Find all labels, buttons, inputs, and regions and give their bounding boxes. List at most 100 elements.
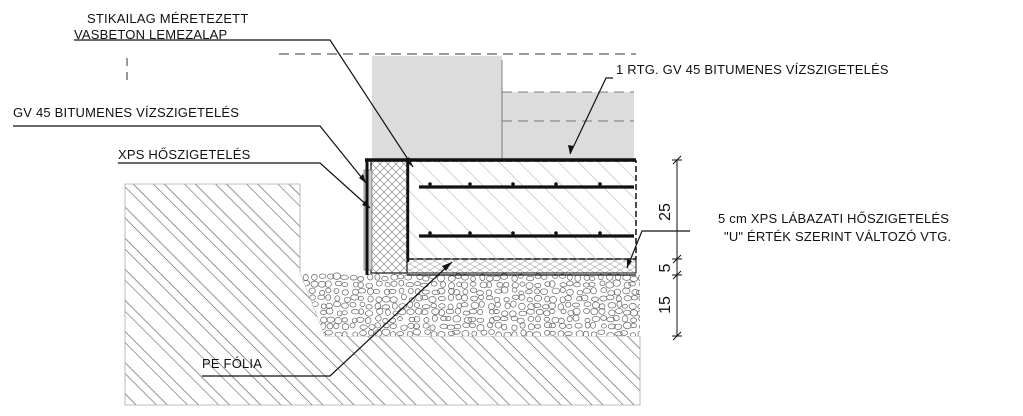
gravel-stone (476, 317, 485, 323)
gravel-stone (534, 294, 543, 302)
gravel-stone (460, 302, 469, 308)
gravel-stone (343, 296, 351, 303)
gravel-stone (400, 324, 408, 331)
gravel-stone (583, 330, 589, 336)
gravel-stone (351, 309, 360, 315)
gravel-stone (494, 321, 502, 329)
gravel-stone (532, 331, 541, 336)
rebar-mark (468, 182, 472, 186)
rebar-stirrups (428, 182, 602, 235)
gravel-stone (480, 329, 488, 336)
gravel-stone (421, 289, 430, 295)
gravel-stone (510, 300, 517, 308)
gravel-stone (535, 308, 544, 316)
gravel-stone (614, 331, 623, 336)
gravel-stone (580, 294, 589, 302)
label-plinth-line1: 5 cm XPS LÁBAZATI HŐSZIGETELÉS (718, 211, 950, 226)
gravel-stone (549, 323, 557, 329)
gravel-stone (478, 294, 485, 300)
gravel-stone (628, 303, 637, 310)
gravel-stone (406, 308, 415, 315)
dimension-insulation: 5 (657, 263, 674, 272)
gravel-stone (376, 280, 383, 287)
gravel-stone (590, 331, 598, 336)
gravel-stone (413, 316, 421, 323)
gravel-stone (598, 303, 606, 310)
gravel-stone (564, 331, 573, 336)
gravel-stone (572, 302, 580, 308)
gravel-stone (623, 321, 632, 330)
gravel-stone (325, 307, 334, 315)
gravel-stone (349, 274, 358, 281)
gravel-stone (469, 287, 478, 293)
gravel-stone (559, 282, 567, 288)
gravel-stone (453, 323, 462, 330)
gravel-stone (317, 294, 326, 300)
gravel-stone (638, 315, 640, 322)
gravel-stone (639, 323, 640, 331)
gravel-stone (359, 324, 368, 330)
gravel-stone (476, 324, 485, 332)
gravel-stone (503, 297, 510, 303)
gravel-stone (501, 323, 508, 331)
gravel-stone (454, 273, 462, 279)
gravel-stone (559, 287, 566, 293)
gravel-stone (420, 309, 429, 315)
gravel-stone (557, 330, 565, 336)
gravel-stone (520, 329, 527, 336)
gravel-stone (511, 287, 518, 293)
gravel-stone (401, 293, 407, 301)
gravel-stone (629, 276, 639, 282)
gravel-stone (462, 288, 469, 295)
gravel-stone (615, 308, 624, 314)
gravel-stone (637, 274, 640, 282)
gravel-stone (341, 323, 350, 330)
gravel-stone (510, 315, 518, 322)
gravel-stone (606, 273, 614, 281)
gravel-stone (389, 323, 398, 329)
gravel-stone (525, 282, 534, 290)
gravel-stone (367, 273, 374, 281)
gravel-stone (398, 287, 405, 294)
gravel-stone (488, 309, 495, 315)
gravel-stone (560, 308, 567, 315)
gravel-stone (428, 296, 437, 303)
gravel-stone (518, 302, 526, 311)
gravel-stone (357, 281, 364, 289)
gravel-stone (566, 280, 574, 287)
gravel-stone (414, 281, 421, 287)
gravel-stone (468, 308, 478, 315)
gravel-stone (535, 315, 541, 323)
gravel-stone (526, 297, 533, 303)
gravel-stone (623, 281, 632, 289)
gravel-stone (615, 273, 622, 281)
gravel-stone (559, 273, 566, 279)
gravel-stone (549, 308, 556, 314)
gravel-stone (432, 314, 438, 322)
gravel-stone (527, 316, 535, 322)
gravel-stone (599, 280, 606, 287)
gravel-stone (479, 273, 486, 281)
gravel-stone (566, 288, 574, 296)
gravel-stone (598, 307, 606, 315)
gravel-stone (485, 295, 494, 301)
gravel-stone (511, 331, 518, 336)
gravel-stone (500, 273, 508, 280)
rebar-mark (428, 182, 432, 186)
gravel-stone (503, 331, 512, 336)
gravel-stone (492, 275, 501, 282)
gravel-stone (591, 296, 599, 302)
gravel-stone (574, 322, 583, 329)
gravel-stone (635, 289, 640, 295)
gravel-stone (430, 281, 438, 287)
gravel-stone (365, 304, 373, 310)
gravel-stone (511, 324, 518, 331)
gravel-stone (488, 329, 495, 336)
gravel-stone (549, 330, 556, 336)
gravel-bed (300, 272, 640, 336)
gravel-stone (622, 287, 631, 295)
gravel-stone (591, 316, 601, 322)
gravel-stone (375, 315, 382, 322)
gravel-stone (637, 310, 640, 317)
rebar-mark (598, 231, 602, 235)
